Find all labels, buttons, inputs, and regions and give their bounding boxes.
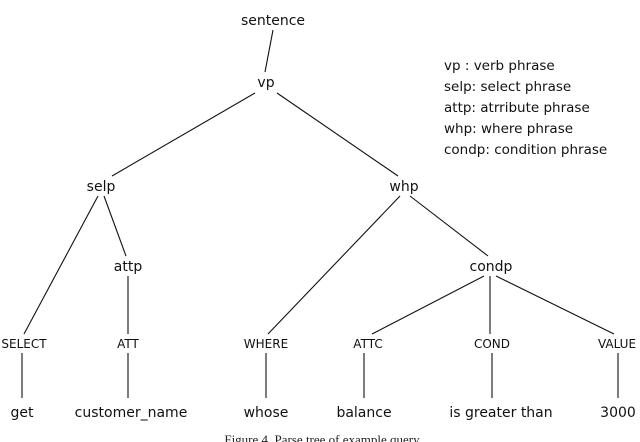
legend-item-condp: condp: condition phrase — [444, 142, 607, 158]
legend-item-selp: selp: select phrase — [444, 79, 571, 95]
edge-selp-select — [23, 195, 99, 335]
legend-item-vp: vp : verb phrase — [444, 58, 555, 74]
node-whp: whp — [389, 179, 418, 195]
node-value: VALUE — [598, 337, 636, 351]
node-att: ATT — [117, 337, 139, 351]
edge-whp-where — [267, 195, 401, 335]
node-select: SELECT — [1, 337, 47, 351]
leaf-customer-name: customer_name — [75, 405, 188, 421]
leaf-whose: whose — [244, 405, 289, 421]
node-sentence: sentence — [241, 13, 305, 29]
node-selp: selp — [87, 179, 116, 195]
legend-item-attp: attp: atrribute phrase — [444, 100, 590, 116]
legend: vp : verb phrase selp: select phrase att… — [444, 58, 607, 158]
leaf-balance: balance — [336, 405, 391, 421]
edge-vp-selp — [111, 92, 256, 177]
figure-caption: Figure 4. Parse tree of example query — [224, 432, 420, 442]
edge-selp-attp — [103, 195, 127, 257]
edge-condp-attc — [371, 275, 485, 335]
edge-vp-whp — [276, 92, 399, 177]
leaf-get: get — [11, 405, 35, 421]
leaf-3000: 3000 — [600, 405, 636, 421]
node-vp: vp — [257, 75, 274, 91]
edge-whp-condp — [409, 195, 489, 257]
node-where: WHERE — [244, 337, 288, 351]
legend-item-whp: whp: where phrase — [444, 121, 573, 137]
edge-sentence-vp — [264, 29, 274, 73]
edge-condp-value — [495, 275, 615, 335]
node-cond: COND — [474, 337, 510, 351]
node-attp: attp — [114, 259, 143, 275]
node-attc: ATTC — [353, 337, 382, 351]
node-condp: condp — [470, 259, 513, 275]
leaf-is-greater-than: is greater than — [449, 405, 552, 421]
tree-edges — [21, 29, 619, 398]
